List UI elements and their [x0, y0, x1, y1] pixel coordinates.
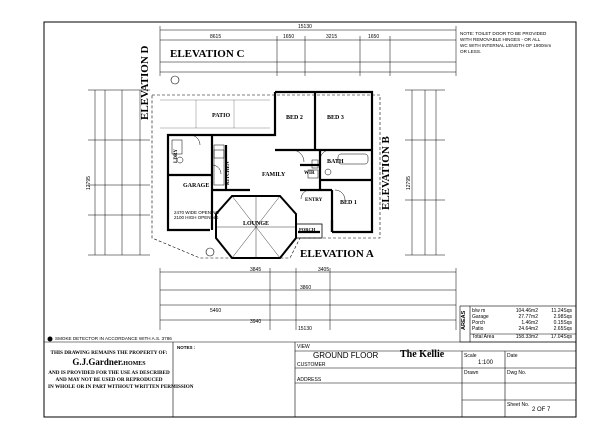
area-name: Garage — [472, 314, 489, 320]
room-lounge: LOUNGE — [243, 221, 270, 227]
elevation-a-label: ELEVATION A — [300, 248, 374, 260]
elevation-c-label: ELEVATION C — [170, 48, 245, 60]
smoke-detector-icon — [47, 336, 53, 342]
elevation-d-label: ELEVATION D — [139, 45, 151, 120]
dim-top-b: 1650 — [283, 34, 295, 40]
areas-row: b/w m 104.46m2 11.24Sqs — [472, 308, 574, 314]
dim-side-right: 12795 — [406, 176, 412, 190]
area-name: Porch — [472, 320, 486, 326]
room-porch: PORCH — [299, 227, 316, 232]
sheet-label: Sheet No. — [507, 402, 530, 408]
copyright-line-3: AND MAY NOT BE USED OR REPRODUCED — [55, 377, 163, 383]
room-patio: PATIO — [212, 113, 231, 119]
areas-label: AREAS — [461, 310, 467, 330]
area-total-label: Total Area — [472, 334, 495, 340]
notes-title: NOTES : — [177, 345, 196, 350]
dim-top-d: 1650 — [368, 34, 380, 40]
areas-total-row: Total Area 158.33m2 17.04Sqs — [472, 334, 574, 340]
view-label: VIEW — [297, 344, 310, 350]
area-name: b/w m — [472, 308, 486, 314]
address-label: ADDRESS — [297, 377, 322, 383]
note-line-1: NOTE: TOILET DOOR TO BE PROVIDED — [460, 31, 547, 36]
elevation-b-label: ELEVATION B — [380, 136, 392, 210]
view-value: GROUND FLOOR — [313, 351, 379, 360]
scale-value: 1:100 — [478, 360, 494, 366]
area-total-m2: 158.33m2 — [515, 334, 538, 340]
note-line-3: WC WITH INTERNAL LENGTH OF 1900mm — [460, 43, 552, 48]
dim-side-left: 12795 — [86, 176, 92, 190]
area-sq: 0.15Sqs — [553, 320, 572, 326]
dim-bottom-e: 3405 — [318, 267, 330, 273]
note-line-4: OR LESS. — [460, 49, 482, 54]
copyright-block: THIS DRAWING REMAINS THE PROPERTY OF: G.… — [48, 350, 194, 391]
area-sq: 2.65Sqs — [553, 326, 572, 332]
dim-bottom-overall: 15130 — [298, 326, 312, 332]
customer-label: CUSTOMER — [297, 362, 326, 368]
areas-row: Porch 1.46m2 0.15Sqs — [472, 320, 574, 326]
area-m2: 27.77m2 — [518, 314, 538, 320]
room-bed3: BED 3 — [327, 115, 344, 121]
room-wir: WIR — [304, 171, 315, 176]
area-total-sq: 17.04Sqs — [550, 334, 572, 340]
garage-opening-note: 2470 WIDE OPENING 2100 HIGH OPENING — [174, 210, 220, 220]
dim-top-a: 8615 — [210, 34, 222, 40]
room-garage: GARAGE — [183, 183, 210, 189]
dim-bottom-d: 3845 — [250, 267, 262, 273]
company-suffix: HOMES — [123, 361, 146, 367]
toilet-door-note: NOTE: TOILET DOOR TO BE PROVIDED WITH RE… — [460, 31, 551, 55]
room-kitchen: KITCHEN — [226, 161, 231, 185]
copyright-line-2: AND IS PROVIDED FOR THE USE AS DESCRIBED — [48, 370, 170, 376]
areas-table: b/w m 104.46m2 11.24Sqs Garage 27.77m2 2.98S… — [472, 308, 574, 340]
dim-top-c: 3215 — [326, 34, 338, 40]
room-laundry: LDRY — [174, 149, 179, 163]
dim-bottom-a: 5460 — [210, 308, 222, 314]
dim-top-overall: 15130 — [298, 24, 312, 30]
scale-label: Scale — [464, 353, 477, 359]
note-line-2: WITH REMOVABLE HINGES - OR ALL — [460, 37, 541, 42]
area-sq: 2.98Sqs — [553, 314, 572, 320]
area-m2: 104.46m2 — [515, 308, 538, 314]
room-entry: ENTRY — [305, 198, 323, 203]
date-label: Date — [507, 353, 518, 359]
copyright-line-1: THIS DRAWING REMAINS THE PROPERTY OF: — [50, 350, 168, 356]
area-sq: 11.24Sqs — [551, 308, 572, 314]
area-m2: 24.64m2 — [518, 326, 538, 332]
sheet-value: 2 OF 7 — [532, 407, 551, 413]
area-name: Patio — [472, 326, 484, 332]
company-name: G.J.Gardner. — [72, 357, 124, 367]
room-bed2: BED 2 — [286, 115, 303, 121]
dim-bottom-b: 3940 — [250, 319, 262, 325]
room-bath: BATH — [327, 159, 344, 165]
areas-row: Garage 27.77m2 2.98Sqs — [472, 314, 574, 320]
company-logo: G.J.Gardner.HOMES — [48, 357, 170, 370]
room-family: FAMILY — [262, 172, 286, 178]
smoke-detector-note: SMOKE DETECTOR IN ACCORDANCE WITH A.S. 3… — [55, 336, 172, 341]
copyright-line-4: IN WHOLE OR IN PART WITHOUT WRITTEN PERM… — [48, 384, 194, 390]
drawn-label: Drawn — [464, 370, 479, 376]
dim-bottom-c: 3860 — [300, 285, 312, 291]
room-bed1: BED 1 — [340, 200, 357, 206]
dwg-label: Dwg No. — [507, 370, 527, 376]
areas-row: Patio 24.64m2 2.65Sqs — [472, 326, 574, 332]
plan-name: The Kellie — [400, 349, 445, 360]
area-m2: 1.46m2 — [521, 320, 538, 326]
